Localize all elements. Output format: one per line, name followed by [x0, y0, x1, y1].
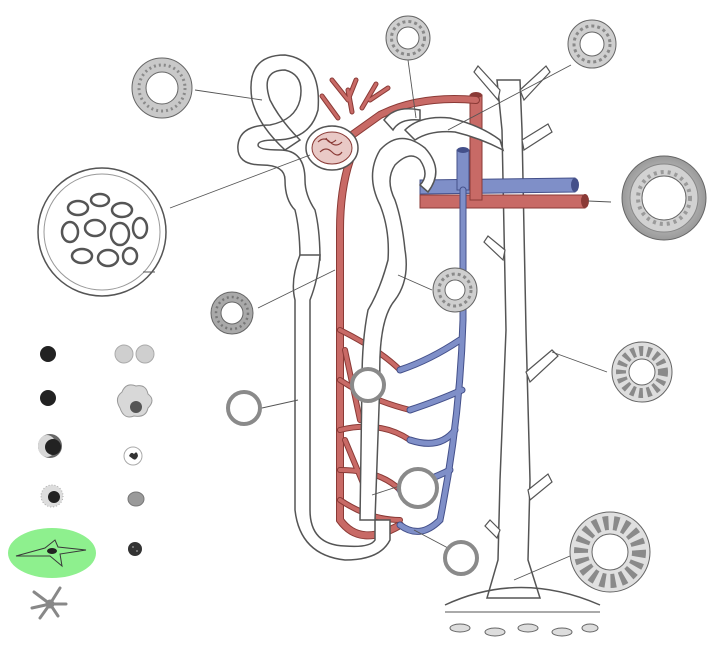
cell-fibroblast [8, 528, 96, 578]
xs-thick-ascending-mid [432, 267, 478, 313]
cell-small-dark [40, 390, 56, 406]
cell-macrophage [116, 384, 153, 418]
cell-neutrophil [123, 446, 143, 466]
renal-corpuscle [305, 125, 359, 171]
xs-thin-limb-bottom [443, 540, 479, 576]
xs-papillary-duct [569, 511, 651, 593]
cell-dark-dotted [128, 542, 142, 556]
cell-pericyte [30, 586, 68, 620]
xs-proximal-tubule-top-left [131, 57, 193, 119]
xs-thin-limb-left [226, 390, 262, 426]
xs-distal-tubule-top [385, 15, 431, 61]
collecting-duct [444, 65, 601, 637]
vasa-recta [337, 186, 467, 535]
cell-legend [8, 344, 155, 620]
cell-eosinophil [127, 491, 145, 507]
nephron-tubule [237, 54, 505, 561]
xs-vasa-recta-1 [350, 367, 386, 403]
xs-descending-thick [210, 291, 254, 335]
xs-collecting-duct-mid [611, 341, 673, 403]
xs-renal-vessel [621, 155, 707, 241]
xs-connecting-tubule [567, 19, 617, 69]
cell-plasma [38, 434, 62, 458]
cell-lymphocyte [40, 346, 56, 362]
cell-mast [40, 484, 64, 508]
cell-erythrocytes [114, 344, 155, 364]
xs-glomerulus-large [37, 167, 167, 297]
xs-vasa-recta-2 [397, 467, 439, 509]
